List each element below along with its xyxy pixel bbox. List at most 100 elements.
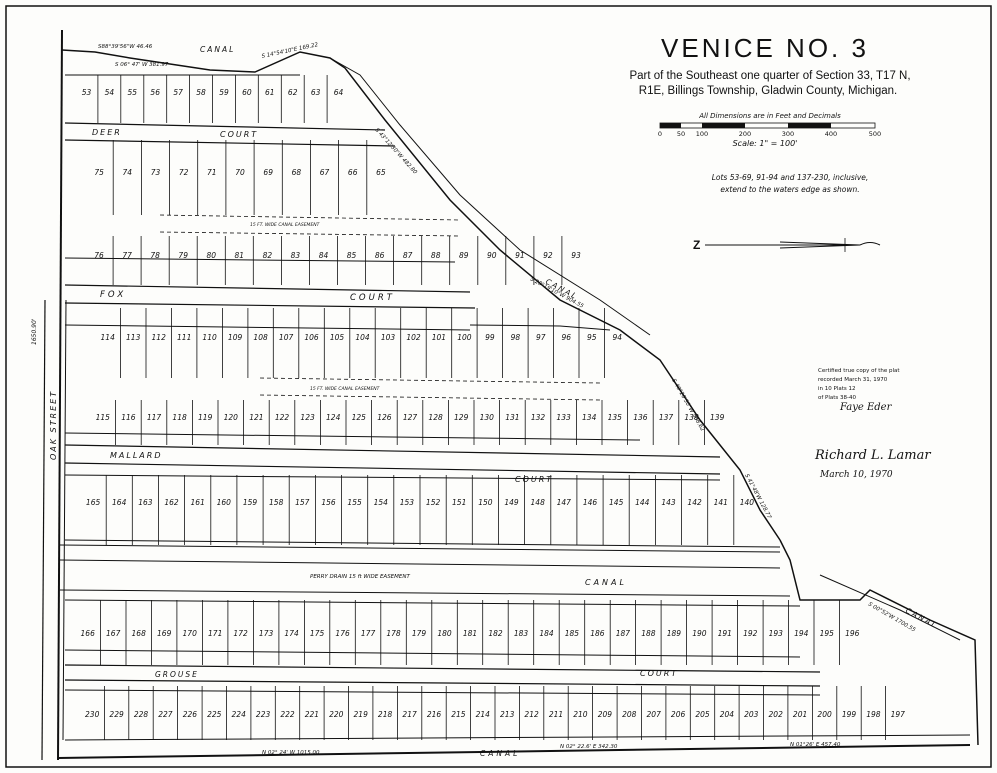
lot-number-157: 157 [295, 498, 310, 507]
lot-number-56: 56 [150, 88, 160, 97]
lot-dividers [97, 75, 886, 740]
lot-number-226: 226 [183, 710, 198, 719]
lot-number-201: 201 [793, 710, 807, 719]
canal-mid-label: CANAL [585, 578, 627, 587]
bearing-top-canal: S 06° 47' W 381.97 [115, 62, 169, 68]
lot-number-194: 194 [794, 629, 809, 638]
bearing-mid-diag: S 40°20'30"W 588.62 [670, 378, 705, 433]
lot-number-64: 64 [334, 88, 344, 97]
lot-number-128: 128 [428, 413, 443, 422]
lot-number-109: 109 [228, 333, 243, 342]
lot-number-178: 178 [386, 629, 401, 638]
lot-number-139: 139 [710, 413, 725, 422]
lot-number-195: 195 [820, 629, 835, 638]
lot-number-124: 124 [326, 413, 341, 422]
lot-number-88: 88 [431, 251, 441, 260]
street-deer-court: COURT [220, 130, 258, 139]
bearing-top-diag: S 14°54'10"E 169.22 [261, 42, 319, 60]
lot-number-160: 160 [217, 498, 232, 507]
lot-number-82: 82 [263, 251, 273, 260]
lot-number-193: 193 [769, 629, 784, 638]
lot-number-142: 142 [687, 498, 702, 507]
cert-line1: Certified true copy of the plat [818, 368, 900, 374]
lot-number-86: 86 [375, 251, 385, 260]
canal-top-label: CANAL [200, 45, 235, 54]
cert-date: March 10, 1970 [819, 470, 893, 480]
lot-number-147: 147 [557, 498, 572, 507]
lot-number-53: 53 [82, 88, 92, 97]
lot-number-77: 77 [122, 251, 132, 260]
easement-lower-label: 15 FT. WIDE CANAL EASEMENT [310, 386, 381, 392]
lot-number-199: 199 [842, 710, 857, 719]
lot-number-110: 110 [202, 333, 217, 342]
lot-number-189: 189 [667, 629, 682, 638]
lot-number-205: 205 [695, 710, 710, 719]
lot-number-81: 81 [235, 251, 245, 260]
lot-number-97: 97 [536, 333, 546, 342]
lot-number-215: 215 [451, 710, 466, 719]
bearing-west-line: 1650.90' [31, 318, 38, 345]
lot-number-179: 179 [412, 629, 427, 638]
lot-number-220: 220 [329, 710, 344, 719]
lot-number-116: 116 [121, 413, 136, 422]
lot-number-96: 96 [562, 333, 572, 342]
streets [41, 122, 821, 761]
lot-number-105: 105 [330, 333, 345, 342]
street-mallard: MALLARD [110, 451, 162, 460]
lot-number-62: 62 [288, 88, 298, 97]
cert-line4: of Plats 38-40 [818, 395, 857, 401]
street-oak: OAK STREET [49, 390, 58, 460]
lot-number-202: 202 [769, 710, 784, 719]
lot-number-80: 80 [207, 251, 217, 260]
lot-number-185: 185 [565, 629, 580, 638]
lot-number-219: 219 [354, 710, 369, 719]
lot-number-129: 129 [454, 413, 469, 422]
lot-number-204: 204 [720, 710, 735, 719]
lot-number-159: 159 [243, 498, 258, 507]
cert-signature-1: Faye Eder [839, 402, 893, 413]
bearing-bottom-b: N 02° 22.6' E 342.30 [560, 744, 618, 750]
lot-number-169: 169 [157, 629, 172, 638]
street-grouse: GROUSE [155, 670, 199, 679]
lot-number-143: 143 [661, 498, 676, 507]
map-border [5, 5, 992, 768]
lot-number-158: 158 [269, 498, 284, 507]
lot-number-224: 224 [232, 710, 247, 719]
plat-subtitle-line1: Part of the Southeast one quarter of Sec… [629, 70, 910, 82]
lot-number-61: 61 [265, 88, 275, 97]
lot-number-114: 114 [101, 333, 116, 342]
lot-number-125: 125 [352, 413, 367, 422]
scale-tick-label: 300 [782, 130, 794, 138]
lot-number-177: 177 [361, 629, 376, 638]
lot-number-70: 70 [235, 168, 245, 177]
lot-number-216: 216 [427, 710, 442, 719]
north-arrow-label: Z [693, 238, 700, 252]
lot-number-214: 214 [476, 710, 491, 719]
lot-number-99: 99 [485, 333, 495, 342]
lot-number-93: 93 [571, 251, 581, 260]
lot-number-118: 118 [172, 413, 187, 422]
lot-number-100: 100 [457, 333, 472, 342]
lot-number-166: 166 [81, 629, 96, 638]
lot-number-186: 186 [590, 629, 605, 638]
lot-number-122: 122 [275, 413, 290, 422]
scale-label: Scale: 1" = 100' [733, 139, 798, 148]
lot-number-165: 165 [86, 498, 101, 507]
lot-number-127: 127 [403, 413, 418, 422]
lot-number-59: 59 [219, 88, 229, 97]
lot-number-130: 130 [480, 413, 495, 422]
lot-number-73: 73 [151, 168, 161, 177]
lot-number-115: 115 [96, 413, 111, 422]
lot-number-198: 198 [866, 710, 881, 719]
lot-number-223: 223 [256, 710, 271, 719]
lot-number-176: 176 [335, 629, 350, 638]
lot-number-221: 221 [305, 710, 319, 719]
lot-number-192: 192 [743, 629, 758, 638]
cert-signature-2: Richard L. Lamar [814, 448, 931, 463]
bearing-top-left: S88°39'56"W 46.46 [98, 44, 153, 50]
lot-number-91: 91 [515, 251, 525, 260]
lot-number-103: 103 [381, 333, 396, 342]
lots-note-line2: extend to the waters edge as shown. [720, 185, 859, 194]
